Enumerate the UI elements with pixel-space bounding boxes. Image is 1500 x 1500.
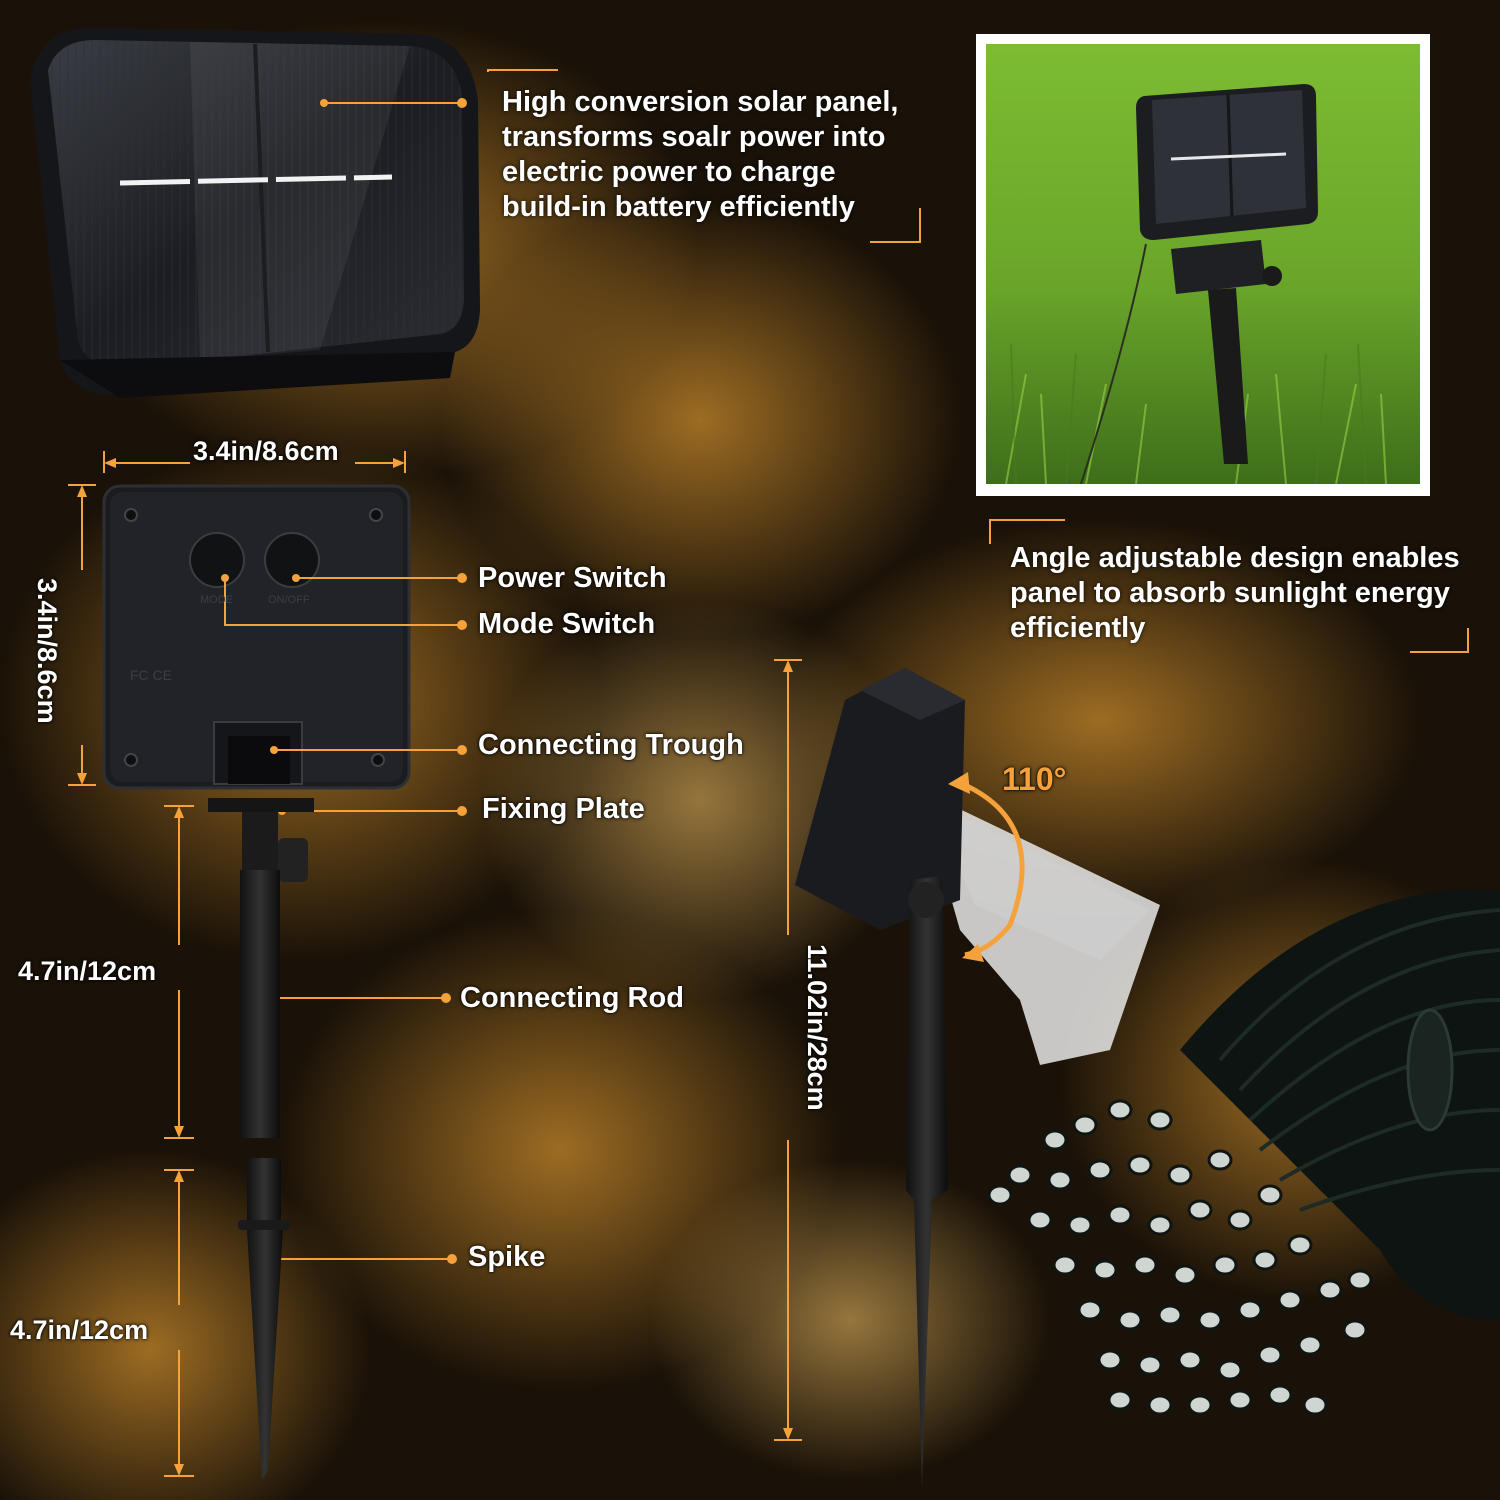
stake-icon <box>208 798 314 1480</box>
angle-line: panel to absorb sunlight energy <box>1010 577 1450 609</box>
rod-length-dimension: 4.7in/12cm <box>18 956 157 986</box>
solar-panel-description: High conversion solar panel, transforms … <box>502 85 898 225</box>
solar-panel-line: transforms soalr power into <box>502 121 886 153</box>
angle-degrees-label: 110° <box>1002 761 1067 797</box>
onoff-button-marking: ON/OFF <box>268 594 310 606</box>
angle-line: Angle adjustable design enables <box>1010 542 1460 574</box>
spike-label: Spike <box>468 1241 546 1273</box>
svg-text:FC CE: FC CE <box>130 667 172 683</box>
solar-panel-line: electric power to charge <box>502 156 836 188</box>
box-height-dimension: 3.4in/8.6cm <box>32 578 62 724</box>
fixing-plate-label: Fixing Plate <box>482 793 645 825</box>
box-width-dimension: 3.4in/8.6cm <box>193 436 339 466</box>
solar-panel-line: build-in battery efficiently <box>502 191 855 223</box>
solar-stake-photo-icon <box>986 44 1420 484</box>
mode-switch-label: Mode Switch <box>478 608 656 640</box>
connecting-rod-label: Connecting Rod <box>460 982 684 1014</box>
power-switch-label: Power Switch <box>478 562 667 594</box>
spike-length-dimension: 4.7in/12cm <box>10 1315 149 1345</box>
connecting-trough-label: Connecting Trough <box>478 729 744 761</box>
adjustable-panel-icon <box>795 668 1160 1488</box>
mode-button-marking: MODE <box>200 594 233 606</box>
solar-panel-line: High conversion solar panel, <box>502 86 899 118</box>
solar-panel-icon <box>30 28 480 398</box>
total-height-dimension: 11.02in/28cm <box>802 944 832 1111</box>
installed-photo <box>976 34 1430 496</box>
angle-description: Angle adjustable design enables panel to… <box>1010 541 1460 646</box>
control-box-icon: FC CE <box>102 484 411 790</box>
led-bundle-icon <box>987 889 1500 1416</box>
angle-line: efficiently <box>1010 612 1146 644</box>
